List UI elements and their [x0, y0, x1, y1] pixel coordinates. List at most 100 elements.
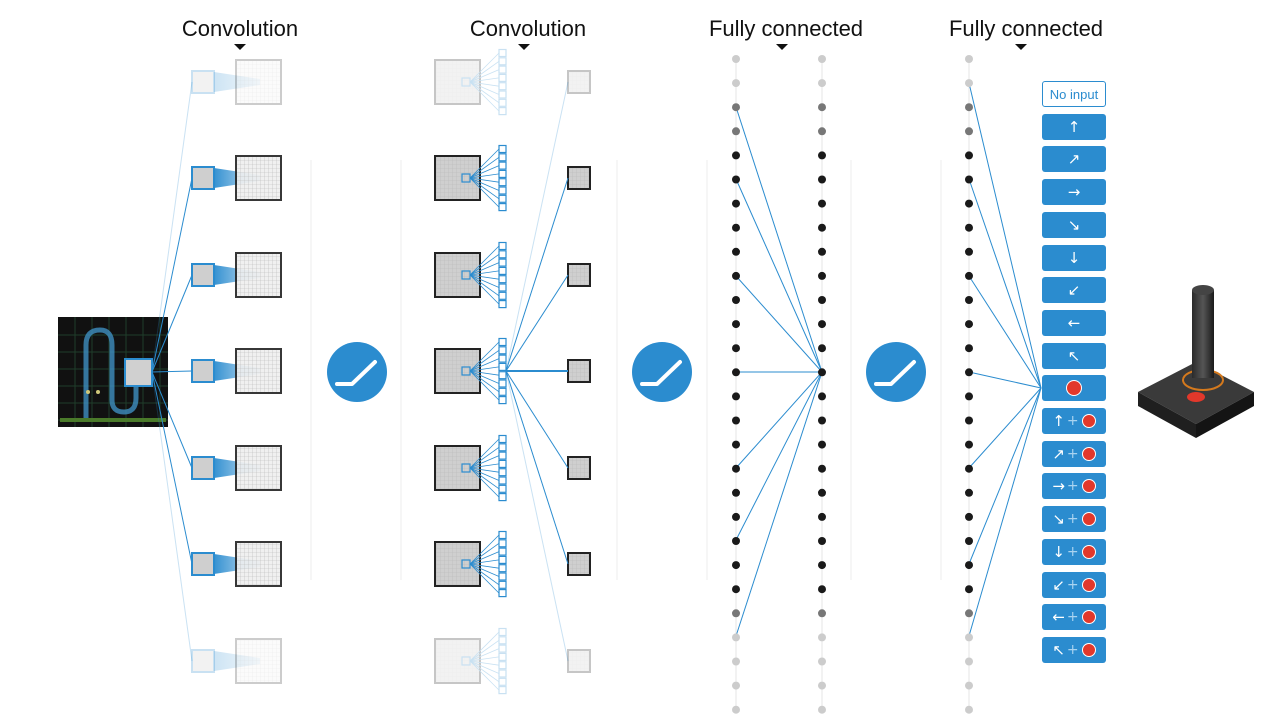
action-fire[interactable]: [1042, 375, 1106, 402]
joystick-side-left: [1138, 392, 1196, 438]
conv2-kernel-link: [469, 81, 500, 95]
action-up-fire[interactable]: ↑+: [1042, 408, 1106, 434]
fc2-node: [818, 512, 826, 521]
action-down-left-fire[interactable]: ↙+: [1042, 571, 1106, 598]
action-right[interactable]: →: [1042, 179, 1106, 206]
action-down-left[interactable]: ↙: [1042, 277, 1106, 304]
fc2-connection: [968, 371, 1042, 389]
fc2-connection: [968, 275, 1042, 389]
conv2-filter-unit: [498, 65, 507, 74]
conv2-filter-unit: [498, 644, 507, 653]
conv1-connection: [151, 371, 193, 565]
conv2-filter-unit: [498, 387, 507, 396]
fc1-node: [732, 512, 740, 521]
action-down-fire[interactable]: ↓+: [1042, 538, 1106, 565]
relu-icon: [866, 342, 926, 402]
conv2-kernel-link: [469, 253, 500, 276]
conv2-filter-unit: [498, 346, 507, 355]
conv2-kernel-link: [469, 274, 500, 280]
fc2-node: [818, 368, 826, 377]
action-right-fire[interactable]: →+: [1042, 473, 1106, 500]
conv2-filter-unit: [498, 434, 507, 444]
conv2-kernel-link: [469, 274, 500, 297]
conv2-kernel-link: [469, 270, 500, 276]
conv2-kernel-link: [469, 177, 500, 183]
fc1-connection: [735, 371, 823, 637]
fc3-node: [965, 271, 973, 280]
conv2-kernel-link: [469, 656, 500, 662]
conv2-group: [434, 434, 591, 502]
conv2-filter-unit: [498, 275, 507, 284]
fc1-node: [732, 79, 740, 88]
joystick-fire-button: [1187, 392, 1205, 402]
conv1-connection: [151, 371, 193, 469]
conv1-feature-grid: [237, 543, 280, 585]
conv1-filter: [191, 552, 215, 576]
conv2-kernel-link: [469, 467, 500, 481]
action-down-right-fire[interactable]: ↘+: [1042, 506, 1106, 533]
conv2-kernel-link: [469, 148, 500, 179]
plus-icon: +: [1066, 641, 1079, 658]
action-left[interactable]: ←: [1042, 309, 1106, 336]
action-left-fire[interactable]: ←+: [1042, 604, 1106, 631]
action-up-left[interactable]: ↖: [1042, 342, 1106, 369]
fc3-node: [965, 55, 973, 63]
conv2-kernel-link: [469, 467, 500, 490]
arrow-icon: ↑: [1052, 412, 1065, 430]
plus-icon: +: [1066, 478, 1079, 495]
conv2-filter-unit: [498, 459, 507, 468]
relu-circle: [866, 342, 926, 402]
relu-curve: [640, 360, 682, 386]
fc3-node: [965, 537, 973, 545]
fc2-node: [818, 609, 826, 618]
game-ground: [60, 418, 166, 422]
action-up[interactable]: ↑: [1042, 113, 1106, 140]
conv2-output-grid: [569, 265, 589, 285]
plus-icon: +: [1066, 413, 1079, 429]
conv2-filter-unit: [498, 291, 507, 300]
conv2-connection: [505, 370, 569, 469]
action-up-right-fire[interactable]: ↗+: [1042, 440, 1106, 467]
conv2-kernel-link: [469, 177, 500, 191]
fc3-node: [965, 416, 973, 425]
conv1-filter: [191, 456, 215, 480]
action-no-input[interactable]: No input: [1042, 81, 1106, 107]
conv2-kernel-link: [469, 639, 500, 662]
arrow-icon: ↙: [1067, 281, 1081, 300]
action-down[interactable]: ↓: [1042, 244, 1106, 271]
fc3-node: [965, 681, 973, 690]
action-up-left-fire[interactable]: ↖+: [1042, 636, 1106, 663]
conv2-filter-unit: [498, 194, 507, 203]
conv2-connection: [505, 370, 569, 565]
action-down-right[interactable]: ↘: [1042, 211, 1106, 238]
conv2-filter-unit: [498, 572, 507, 581]
stage-marker: [776, 44, 788, 50]
fc3-node: [965, 512, 973, 521]
conv2-kernel-link: [469, 341, 500, 372]
fire-button-icon: [1081, 642, 1096, 657]
conv2-connection: [505, 177, 569, 372]
conv2-kernel-link: [469, 446, 500, 469]
joystick-side-right: [1196, 392, 1254, 438]
fc1-connection: [735, 371, 823, 541]
fc1-node: [732, 609, 740, 618]
fc2-node: [818, 416, 826, 425]
plus-icon: +: [1066, 609, 1079, 626]
conv2-kernel-link: [469, 660, 500, 683]
conv2-output-grid: [569, 361, 589, 381]
conv2-kernel-link: [469, 463, 500, 469]
conv2-output-grid: [569, 168, 589, 188]
conv2-kernel-link: [469, 563, 500, 569]
conv2-filter-unit: [498, 362, 507, 371]
fire-button-icon: [1066, 380, 1082, 397]
arrow-icon: ↓: [1067, 248, 1081, 267]
conv2-group: [434, 241, 591, 309]
fc1-node: [732, 151, 740, 160]
stage-title-conv1: Convolution: [181, 16, 299, 41]
conv1-feature-grid: [237, 157, 280, 199]
conv2-output-grid: [569, 554, 589, 574]
conv2-group: [434, 144, 591, 212]
action-up-right[interactable]: ↗: [1042, 146, 1106, 173]
conv2-connection: [505, 370, 569, 662]
conv2-filter-unit: [498, 580, 507, 589]
